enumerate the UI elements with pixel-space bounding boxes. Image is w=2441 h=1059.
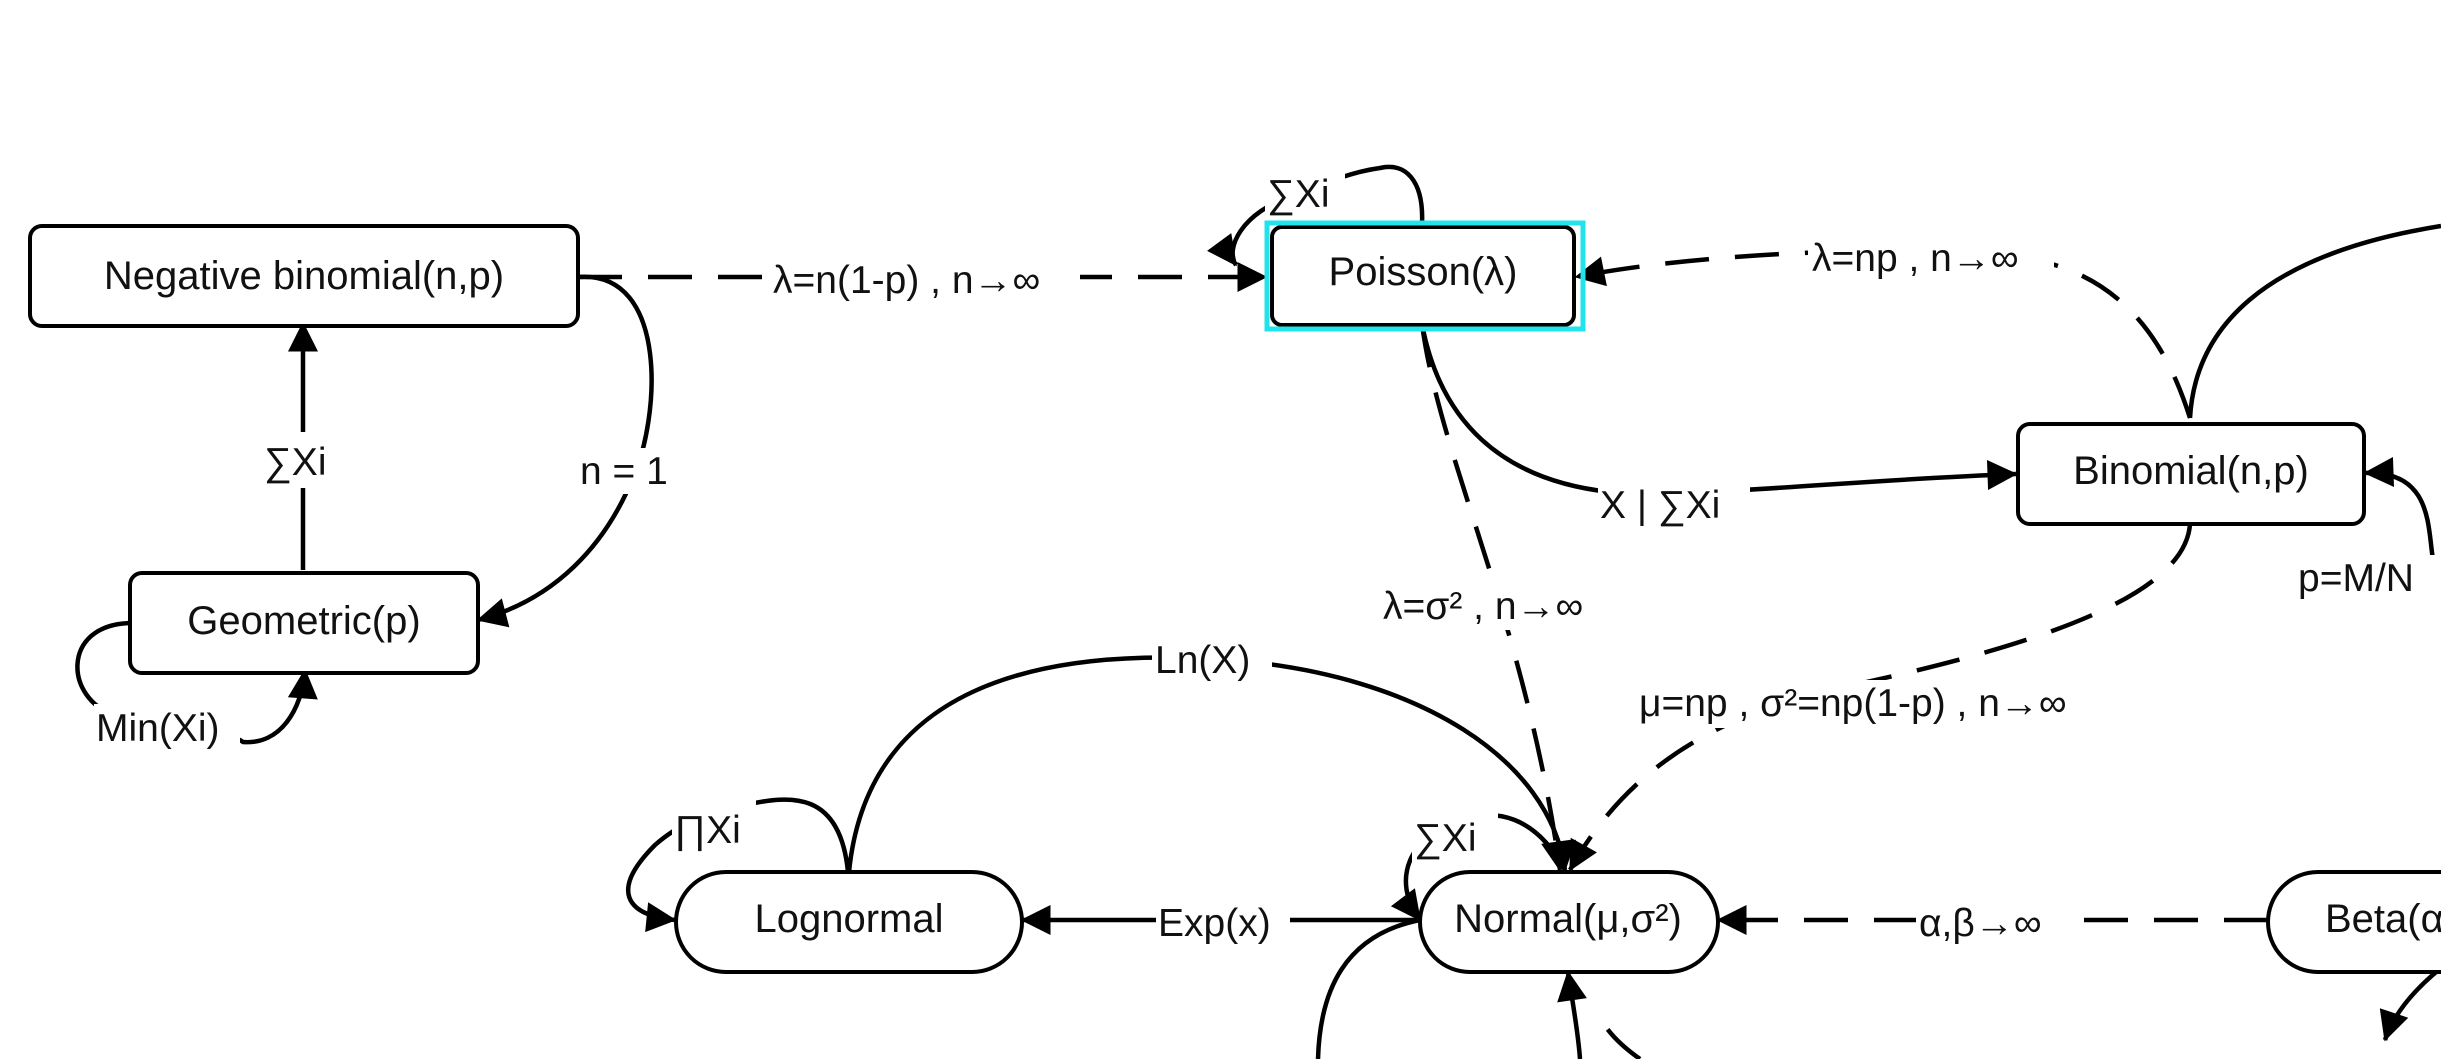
node-binomial-label: Binomial(n,p): [2073, 449, 2309, 493]
node-beta-label: Beta(α,β): [2325, 897, 2441, 941]
label-binomial-to-poisson: λ=np , n→∞: [1812, 237, 2019, 280]
label-geometric-to-negbin: ∑Xi: [264, 441, 326, 484]
label-lognormal-self-product: ∏Xi: [674, 809, 741, 852]
node-beta[interactable]: Beta(α,β): [2266, 870, 2441, 974]
label-bg-lognormal-normal: [1152, 636, 1272, 684]
edge-poisson-to-normal: [1419, 323, 1571, 872]
edge-binomial-to-normal: [1568, 523, 2193, 872]
label-bg-normal-lognormal: [1156, 898, 1290, 946]
node-poisson-label: Poisson(λ): [1329, 250, 1518, 294]
label-geometric-self-min: Min(Xi): [96, 707, 220, 750]
label-normal-self-sum: ∑Xi: [1414, 817, 1476, 860]
nodes: Negative binomial(n,p) Poisson(λ) Geomet…: [28, 220, 2441, 974]
node-lognormal-label: Lognormal: [754, 897, 943, 941]
edge-bottom-to-normal: [1557, 970, 1587, 1059]
node-normal-label: Normal(μ,σ²): [1454, 897, 1682, 941]
edge-beta-bottom: [2379, 966, 2441, 1042]
label-bg-hypergeometric-binomial: [2296, 555, 2441, 603]
label-negbin-to-poisson: λ=n(1-p) , n→∞: [773, 259, 1040, 302]
node-negative-binomial-label: Negative binomial(n,p): [104, 254, 504, 298]
edge-binomial-to-offscreen-top: [2187, 223, 2441, 419]
label-bg-normal-self: [1412, 808, 1498, 864]
label-bg-beta-normal: [1916, 898, 2072, 946]
node-geometric-label: Geometric(p): [187, 599, 420, 643]
label-negbin-to-geometric: n = 1: [580, 450, 668, 493]
node-geometric[interactable]: Geometric(p): [128, 571, 480, 675]
edge-normal-bottom-left: [1315, 917, 1421, 1059]
label-bg-geometric-negbin: [262, 432, 352, 488]
label-lognormal-to-normal: Ln(X): [1155, 639, 1250, 682]
node-normal[interactable]: Normal(μ,σ²): [1418, 870, 1720, 974]
node-poisson-box: [1270, 225, 1576, 327]
edge-binomial-to-poisson: [1574, 248, 2193, 419]
label-poisson-self-sum: ∑Xi: [1267, 173, 1329, 216]
label-binomial-to-normal: μ=np , σ²=np(1-p) , n→∞: [1639, 682, 2067, 725]
label-beta-to-normal: α,β→∞: [1919, 902, 2042, 945]
label-bg-poisson-self: [1265, 165, 1345, 215]
node-lognormal-pill: [674, 870, 1024, 974]
label-bg-binomial-poisson: [1808, 234, 2054, 282]
label-normal-to-lognormal: Exp(x): [1158, 902, 1271, 945]
label-bg-lognormal-self: [672, 800, 756, 856]
node-binomial[interactable]: Binomial(n,p): [2016, 422, 2366, 526]
node-poisson[interactable]: Poisson(λ): [1264, 220, 1586, 332]
node-binomial-box: [2016, 422, 2366, 526]
node-negative-binomial[interactable]: Negative binomial(n,p): [28, 224, 580, 328]
node-geometric-box: [128, 571, 480, 675]
label-bg-poisson-normal: [1380, 582, 1616, 630]
node-negative-binomial-box: [28, 224, 580, 328]
label-bg-negbin-geometric: [578, 448, 682, 494]
label-bg-poisson-binomial: [1598, 476, 1750, 530]
node-normal-pill: [1418, 870, 1720, 974]
node-poisson-highlight: [1264, 220, 1586, 332]
label-poisson-to-binomial: X | ∑Xi: [1600, 484, 1720, 527]
edge-poisson-to-binomial: [1419, 323, 2018, 496]
edge-bottom-dashed-to-normal: [1593, 1009, 1642, 1059]
label-bg-negbin-poisson: [768, 254, 1080, 302]
node-beta-pill: [2266, 870, 2441, 974]
node-lognormal[interactable]: Lognormal: [674, 870, 1024, 974]
label-bg-binomial-normal: [1636, 680, 2130, 728]
label-bg-geometric-self: [94, 704, 240, 752]
edge-labels: λ=n(1-p) , n→∞ ∑Xi λ=np , n→∞ ∑Xi n = 1 …: [94, 165, 2441, 946]
label-hypergeometric-to-binomial: p=M/N: [2298, 557, 2414, 600]
label-poisson-to-normal: λ=σ² , n→∞: [1383, 585, 1583, 628]
